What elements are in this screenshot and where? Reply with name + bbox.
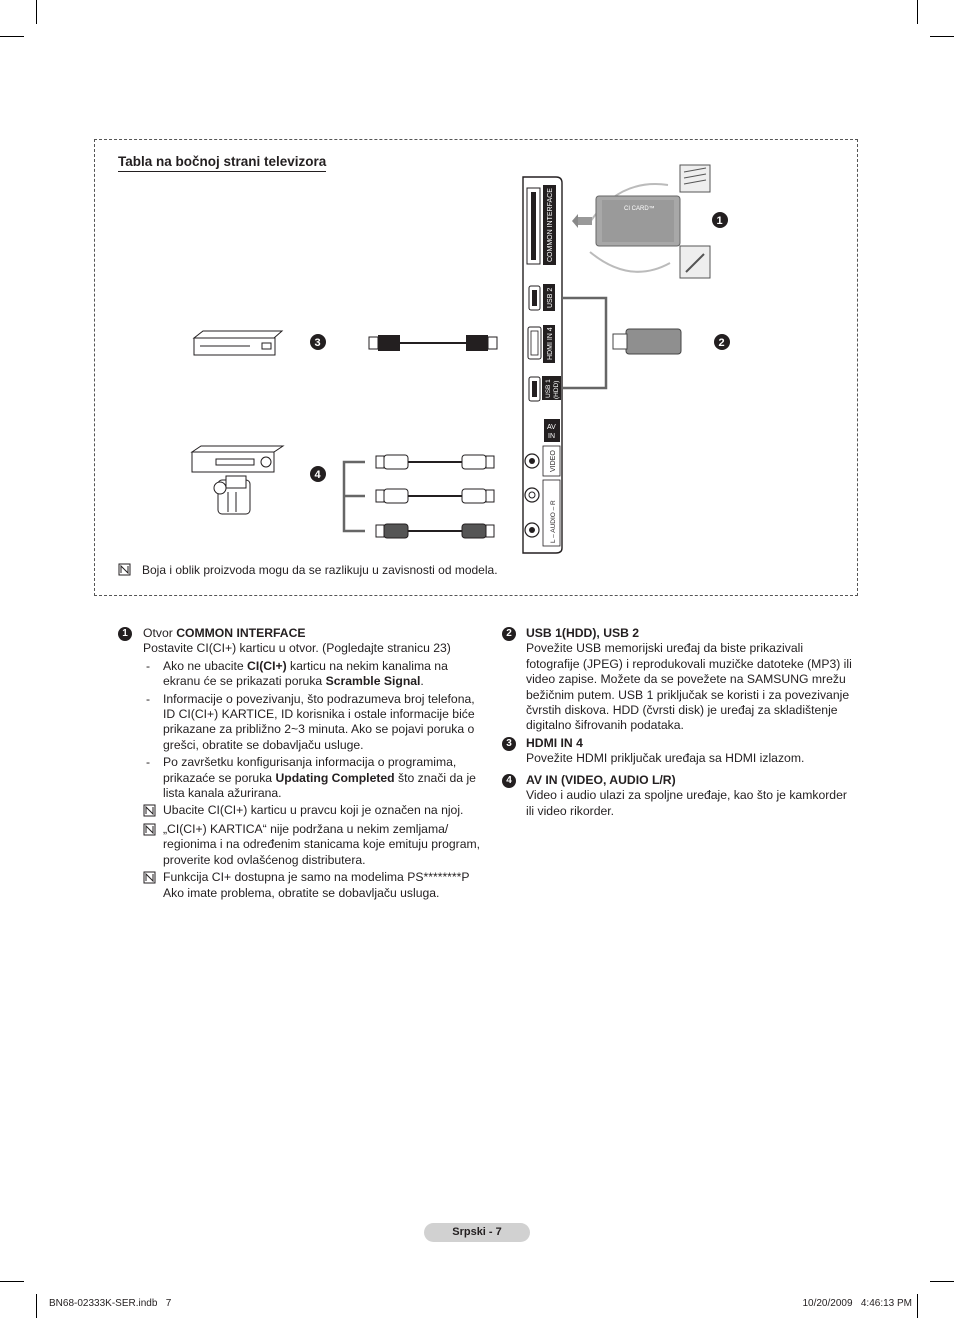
crop-mark [917, 1294, 918, 1318]
item-1-line1: Postavite CI(CI+) karticu u otvor. (Pogl… [143, 641, 451, 656]
callout-3 [310, 334, 326, 350]
item-1-bullet-1: Ako ne ubacite CI(CI+) karticu na nekim … [163, 658, 448, 689]
note-icon [118, 563, 131, 576]
callout-4 [310, 466, 326, 482]
panel-label-av: AV [547, 424, 556, 431]
item-2-text: Povežite USB memorijski uređaj da biste … [526, 641, 852, 733]
footer-timestamp: 10/20/2009 4:46:13 PM [802, 1298, 912, 1309]
diagram-frame [94, 139, 858, 596]
item-3-number: 3 [502, 737, 516, 751]
item-1-bullet-2: Informacije o povezivanju, što podrazume… [163, 691, 475, 752]
item-1-note-1: Ubacite CI(CI+) karticu u pravcu koji je… [163, 803, 464, 818]
rca-cables-illustration [342, 454, 495, 539]
panel-label-in: IN [548, 433, 555, 440]
item-2-number: 2 [502, 627, 516, 641]
callout-2-text: 2 [719, 337, 725, 349]
panel-label-usb1: USB 1 [545, 379, 552, 398]
callout-2 [714, 334, 730, 350]
item-1-number: 1 [118, 627, 132, 641]
crop-mark [930, 36, 954, 37]
item-4-number: 4 [502, 774, 516, 788]
ci-card-label: CI CARD™ [624, 205, 655, 212]
ci-card-illustration [572, 164, 711, 279]
callout-4-text: 4 [315, 469, 322, 481]
tv-side-panel [522, 176, 563, 554]
item-3-title: HDMI IN 4 [526, 736, 583, 750]
callout-1-text: 1 [717, 215, 723, 227]
item-1-note-3a: Funkcija CI+ dostupna je samo na modelim… [163, 870, 470, 885]
hdmi-cable-illustration [368, 335, 498, 351]
footer-file-name: BN68-02333K-SER.indb 7 [49, 1298, 172, 1309]
item-3-section: 3 HDMI IN 4 Povežite HDMI priključak ure… [502, 736, 858, 767]
panel-label-common-interface: COMMON INTERFACE [547, 188, 554, 262]
crop-mark [0, 36, 24, 37]
crop-mark [930, 1281, 954, 1282]
item-4-section: 4 AV IN (VIDEO, AUDIO L/R) Video i audio… [502, 773, 858, 819]
crop-mark [0, 1281, 24, 1282]
callout-3-text: 3 [315, 337, 321, 349]
diagram-title: Tabla na bočnoj strani televizora [118, 154, 327, 172]
panel-label-usb2: USB 2 [547, 288, 554, 308]
bullet-dash: - [146, 755, 151, 770]
item-1-bullet-3: Po završetku konfigurisanja informacija … [163, 755, 476, 801]
bullet-dash: - [146, 658, 151, 673]
blu-ray-player-illustration [192, 330, 284, 356]
crop-mark [917, 0, 918, 24]
item-3-text: Povežite HDMI priključak uređaja sa HDMI… [526, 751, 805, 766]
panel-label-video: VIDEO [550, 450, 557, 472]
note-icon [143, 823, 156, 836]
item-2-section: 2 USB 1(HDD), USB 2 Povežite USB memorij… [502, 626, 858, 734]
panel-label-audio: L – AUDIO – R [550, 500, 557, 543]
diagram-note: Boja i oblik proizvoda mogu da se razlik… [142, 563, 498, 577]
note-icon [143, 871, 156, 884]
camcorder-illustration [213, 475, 251, 515]
note-icon [143, 804, 156, 817]
panel-label-usb1-hdd: (HDD) [553, 381, 560, 399]
item-1-title: Otvor COMMON INTERFACE [143, 626, 306, 640]
usb-stick-illustration [562, 296, 682, 390]
item-1-note-3b: Ako imate problema, obratite se dobavlja… [163, 885, 440, 900]
panel-label-hdmi: HDMI IN 4 [547, 327, 554, 360]
item-4-title: AV IN (VIDEO, AUDIO L/R) [526, 773, 676, 787]
item-1-section: 1 Otvor COMMON INTERFACE Postavite CI(CI… [118, 626, 488, 901]
crop-mark [36, 1294, 37, 1318]
item-4-text: Video i audio ulazi za spoljne uređaje, … [526, 788, 847, 818]
callout-1 [712, 212, 728, 228]
connection-diagram: COMMON INTERFACE USB 2 HDMI IN 4 USB 1 (… [190, 164, 730, 554]
item-2-title: USB 1(HDD), USB 2 [526, 626, 640, 640]
bullet-dash: - [146, 691, 151, 706]
vcr-illustration [190, 445, 285, 473]
item-1-note-2: „CI(CI+) KARTICA“ nije podržana u nekim … [163, 821, 481, 867]
page-number-badge: Srpski - 7 [424, 1223, 530, 1242]
crop-mark [36, 0, 37, 24]
